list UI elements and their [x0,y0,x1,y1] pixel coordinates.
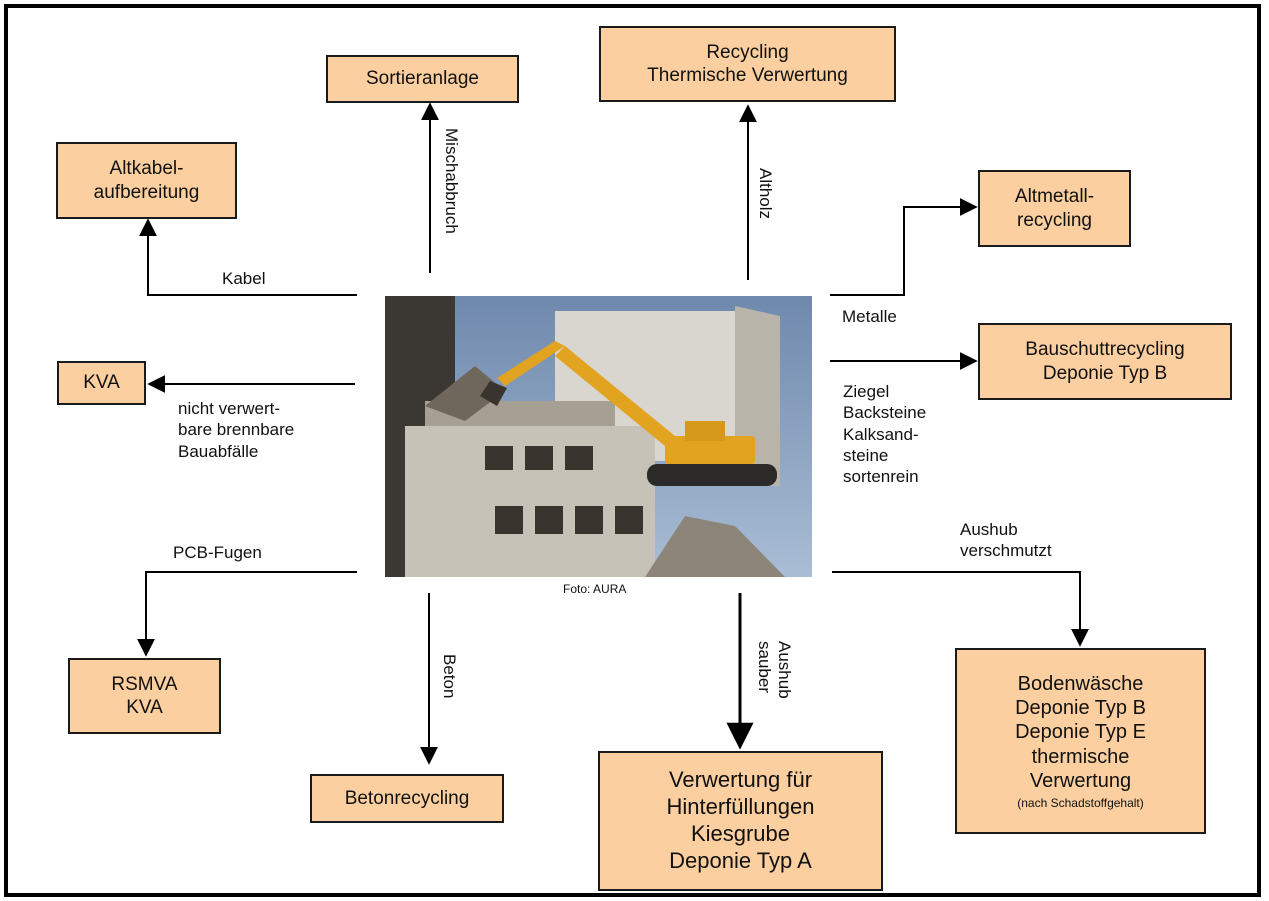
aushub-sauber-line-1: Aushub [775,641,794,699]
arrow-aushub-verschmutzt [832,571,1089,647]
label-altholz: Altholz [756,168,775,220]
label-aushub-verschmutzt: Aushub verschmutzt [960,519,1052,562]
photo-credit: Foto: AURA [563,582,627,596]
rsmva-line-1: RSMVA [111,673,178,695]
rubble-top [425,366,505,421]
bauschutt-line-2: Deponie Typ B [1042,362,1168,384]
box-altkabelaufbereitung: Altkabel- aufbereitung [56,142,237,219]
aushub-sauber-line-2: sauber [754,641,774,693]
verwertung-line-3: Kiesgrube [690,821,791,846]
box-bauschuttrecycling: Bauschuttrecycling Deponie Typ B [978,323,1232,400]
altkabel-line-1: Altkabel- [109,158,184,180]
box-recycling-thermische-verwertung: Recycling Thermische Verwertung [599,26,896,102]
ziegel-line-4: steine [843,445,889,465]
box-altmetallrecycling: Altmetall- recycling [978,170,1131,247]
arrow-pcb [137,571,357,657]
ziegel-line-3: Kalksand- [843,424,919,444]
bodenwaesche-line-4: thermische [1031,745,1130,768]
recycling-line-1: Recycling [706,41,789,63]
verwertung-line-4: Deponie Typ A [669,847,812,873]
recycling-line-2: Thermische Verwertung [647,65,848,86]
label-metalle: Metalle [842,307,897,326]
aushub-verschmutzt-line-2: verschmutzt [960,541,1052,561]
excavator-bucket [480,381,507,406]
box-betonrecycling: Betonrecycling [310,774,504,823]
verwertung-line-2: Hinterfüllungen [666,794,815,820]
ziegel-line-1: Ziegel [843,382,890,401]
rubble-pile [645,516,785,577]
betonrecycling-label: Betonrecycling [344,787,470,809]
label-pcb-fugen: PCB-Fugen [173,543,262,562]
box-bodenwaesche: Bodenwäsche Deponie Typ B Deponie Typ E … [955,648,1206,834]
sortieranlage-label: Sortieranlage [365,68,480,90]
demolition-photo [385,296,812,577]
box-sortieranlage: Sortieranlage [326,55,519,103]
arrow-kabel [139,218,357,296]
label-aushub-sauber: Aushub sauber [753,641,794,699]
excavator-tracks [647,464,777,486]
nicht-verwertbar-line-3: Bauabfälle [178,441,259,461]
altkabel-line-2: aufbereitung [93,181,200,203]
aushub-verschmutzt-line-1: Aushub [960,520,1018,539]
excavator [497,341,755,464]
altmetall-line-1: Altmetall- [1014,186,1095,208]
bodenwaesche-line-5: Verwertung [1029,770,1132,793]
box-verwertung-hinterfuellungen: Verwertung für Hinterfüllungen Kiesgrube… [598,751,883,891]
bodenwaesche-note: (nach Schadstoffgehalt) [1017,795,1144,810]
label-ziegel: Ziegel Backsteine Kalksand- steine sorte… [843,381,926,487]
ziegel-line-2: Backsteine [843,403,927,423]
label-kabel: Kabel [222,269,266,288]
box-kva: KVA [57,361,146,405]
arrow-metalle [830,198,978,296]
nicht-verwertbar-line-2: bare brennbare [178,420,295,440]
label-beton: Beton [440,654,459,699]
nicht-verwertbar-line-1: nicht verwert- [178,399,281,418]
ziegel-line-5: sortenrein [843,467,919,486]
bodenwaesche-line-2: Deponie Typ B [1015,697,1146,720]
box-rsmva-kva: RSMVA KVA [68,658,221,734]
facade-windows [485,446,643,534]
altmetall-line-2: recycling [1017,209,1092,231]
label-nicht-verwertbar: nicht verwert- bare brennbare Bauabfälle [178,398,294,462]
bodenwaesche-line-1: Bodenwäsche [1017,672,1144,695]
label-mischabbruch: Mischabbruch [442,128,461,234]
verwertung-line-1: Verwertung für [668,767,813,793]
rsmva-line-2: KVA [126,697,163,718]
bodenwaesche-line-3: Deponie Typ E [1015,721,1146,744]
bauschutt-line-1: Bauschuttrecycling [1025,339,1185,361]
kva-label: KVA [83,372,120,394]
